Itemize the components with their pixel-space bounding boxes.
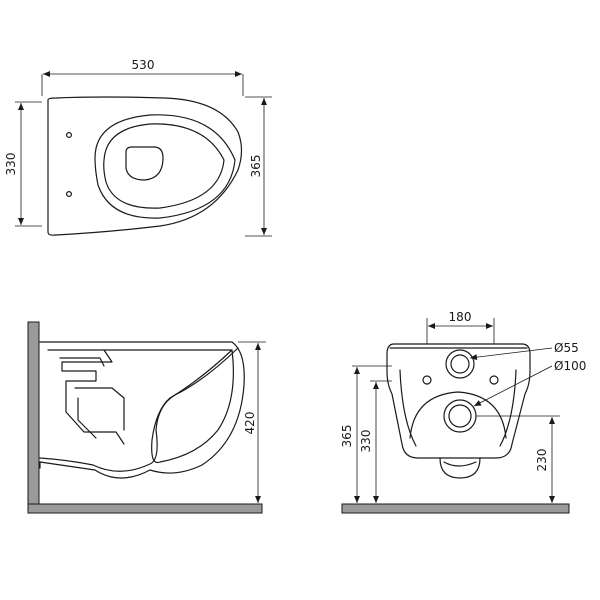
top-view: 530 330 365	[4, 58, 272, 237]
side-trap-inner	[59, 357, 125, 439]
fixing-hole-bottom	[65, 191, 72, 198]
back-outlet-bottom	[439, 457, 481, 479]
label-small-hole: Ø55	[554, 341, 579, 355]
wall	[27, 321, 40, 505]
dim-outlet-height-label: 230	[535, 449, 549, 472]
dim-height-outer-label: 365	[340, 425, 354, 448]
side-flush-channel	[47, 349, 125, 445]
side-bowl-curve	[39, 347, 239, 472]
back-body-outer	[386, 343, 531, 459]
back-outlet-bottom-inner	[443, 461, 477, 467]
floor-right	[341, 503, 570, 514]
inlet-hole-outer	[445, 349, 475, 379]
back-view: 180 Ø55 Ø100 365 330 230	[340, 310, 586, 514]
label-large-hole: Ø100	[554, 359, 586, 373]
leader-small-hole	[469, 347, 553, 361]
dim-depth-inner-label: 330	[4, 153, 18, 176]
bowl-inner-rim	[94, 114, 236, 219]
dim-depth-outer-label: 365	[249, 155, 263, 178]
back-outlet-recess	[409, 391, 507, 439]
drain-opening	[125, 146, 164, 181]
back-body-inner	[399, 369, 517, 447]
dim-spacing-label: 180	[449, 310, 472, 324]
side-body-outer	[39, 341, 245, 479]
bowl-basin	[103, 123, 225, 209]
dim-width-label: 530	[132, 58, 155, 72]
bowl-outline	[47, 96, 243, 236]
fixing-hole-left	[422, 375, 432, 385]
dim-height-label: 420	[243, 412, 257, 435]
floor-left	[27, 503, 263, 514]
fixing-hole-right	[489, 375, 499, 385]
leader-large-hole	[473, 365, 553, 407]
outlet-hole-inner	[448, 404, 472, 428]
side-view: 420	[27, 321, 266, 514]
inlet-hole-inner	[450, 354, 470, 374]
fixing-hole-top	[65, 132, 72, 139]
dim-height-inner-label: 330	[359, 430, 373, 453]
